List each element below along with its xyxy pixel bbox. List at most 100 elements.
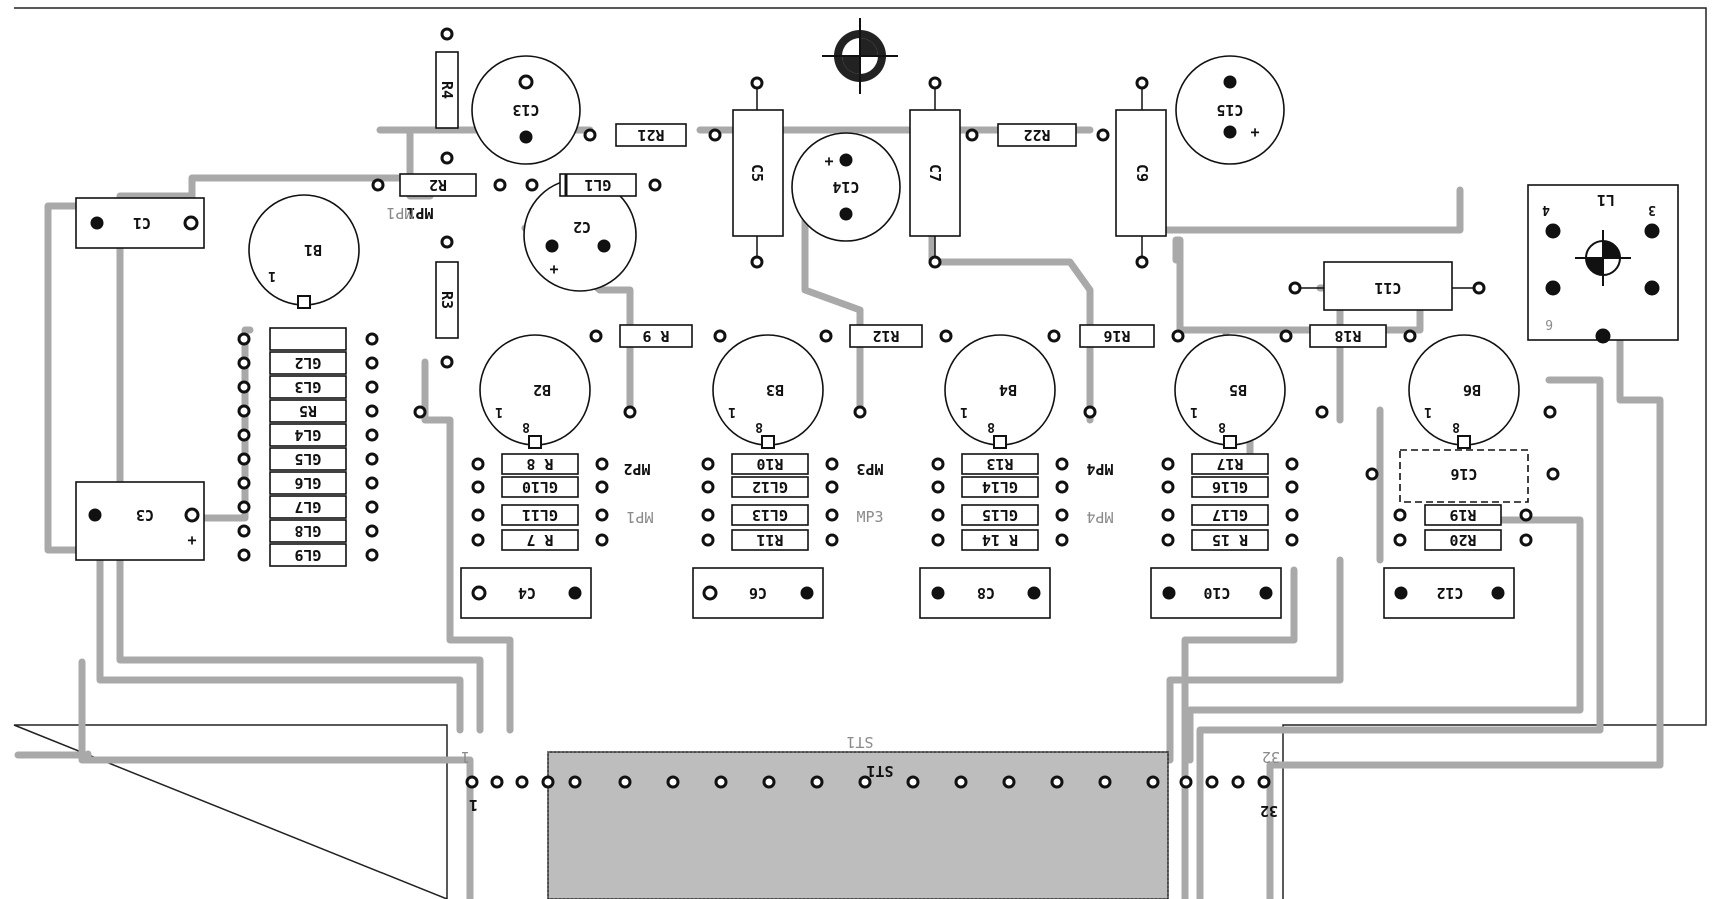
socket-b5: B5 1 8 — [1174, 334, 1286, 449]
b3-pin8: 8 — [755, 419, 763, 434]
solder-pad — [237, 356, 251, 370]
capacitor-c3: C3 + — [75, 481, 205, 561]
solder-pad — [595, 508, 609, 522]
b5-pin1: 1 — [1190, 404, 1198, 419]
stack-pads — [237, 332, 1557, 562]
solder-pad — [365, 476, 379, 490]
capacitor-c10: C10 — [1150, 567, 1282, 619]
solder-pad — [1055, 533, 1069, 547]
solder-pad — [1083, 405, 1097, 419]
solder-pad — [237, 332, 251, 346]
mp3-mirror: MP3 — [856, 508, 883, 526]
solder-pad — [701, 508, 715, 522]
solder-pad — [1161, 533, 1175, 547]
capacitor-c6: C6 — [692, 567, 824, 619]
gl14-label: GL14 — [982, 478, 1018, 496]
solder-pad — [825, 533, 839, 547]
gl17-label: GL17 — [1212, 506, 1248, 524]
l1-pin6: 6 — [1545, 316, 1553, 331]
solder-pad — [1285, 457, 1299, 471]
solder-pad — [1315, 405, 1329, 419]
part-r9: R 9 — [589, 324, 727, 348]
r9-label: R 9 — [642, 327, 669, 345]
capacitor-c12: C12 — [1383, 567, 1515, 619]
gl6-label: GL6 — [294, 474, 321, 492]
pin-first-mirror: 1 — [461, 748, 470, 766]
stack-b2: R 8 GL10 GL11 R 7 — [501, 453, 579, 551]
r13-label: R13 — [986, 455, 1013, 473]
part-r3: R3 — [435, 235, 459, 369]
capacitor-c13: C13 — [471, 55, 581, 165]
r17-label: R17 — [1216, 455, 1243, 473]
stack-left: GL2 GL3 R5 GL4 GL5 GL6 GL7 GL8 GL9 — [269, 327, 347, 567]
part-gl1: GL1 — [525, 173, 662, 197]
solder-pad — [237, 500, 251, 514]
r21-label: R21 — [637, 126, 664, 144]
solder-pad — [1543, 405, 1557, 419]
solder-pad — [1393, 508, 1407, 522]
solder-pad — [1055, 457, 1069, 471]
solder-pad — [1161, 508, 1175, 522]
c5-label: C5 — [748, 164, 766, 182]
r20-label: R20 — [1449, 531, 1476, 549]
gl9-label: GL9 — [294, 546, 321, 564]
r2-label: R2 — [429, 176, 447, 194]
r3-label: R3 — [438, 291, 456, 309]
solder-pad — [365, 380, 379, 394]
b4-pin1: 1 — [960, 404, 968, 419]
solder-pad — [1257, 775, 1271, 789]
c1-label: C1 — [133, 214, 151, 232]
mp4-label: MP4 — [1086, 460, 1113, 478]
fiducial-top — [822, 18, 898, 94]
solder-pad — [666, 775, 680, 789]
gl11-label: GL11 — [522, 506, 558, 524]
b4-pin8: 8 — [987, 419, 995, 434]
solder-pad — [595, 480, 609, 494]
stack-b3: R10 GL12 GL13 R11 — [731, 453, 809, 551]
solder-pad — [490, 775, 504, 789]
part-r21: R21 — [583, 123, 722, 147]
part-r18: R18 — [1279, 324, 1417, 348]
gl16-label: GL16 — [1212, 478, 1248, 496]
c14-label: C14 — [832, 178, 859, 196]
solder-pad — [1179, 775, 1193, 789]
gl5-label: GL5 — [294, 450, 321, 468]
gl2-label: GL2 — [294, 354, 321, 372]
gl12-label: GL12 — [752, 478, 788, 496]
capacitor-c8: C8 — [919, 567, 1051, 619]
b1-label: B1 — [304, 241, 322, 259]
stack-b6: R19 R20 — [1424, 504, 1502, 551]
capacitor-c4: C4 — [460, 567, 592, 619]
solder-pad — [1161, 457, 1175, 471]
solder-pad — [471, 457, 485, 471]
solder-pad — [1002, 775, 1016, 789]
solder-pad — [237, 452, 251, 466]
solder-pad — [568, 775, 582, 789]
socket-b1: B1 1 — [248, 194, 360, 309]
solder-pad — [1519, 533, 1533, 547]
solder-pad — [595, 457, 609, 471]
capacitor-c7: C7 — [909, 76, 961, 269]
mp1-mirror-lower: MP1 — [626, 508, 653, 526]
coil-l1: L1 3 4 6 — [1527, 184, 1679, 344]
b2-label: B2 — [533, 381, 551, 399]
solder-pad — [931, 533, 945, 547]
solder-pad — [1285, 480, 1299, 494]
capacitor-c9: C9 — [1115, 76, 1167, 269]
solder-pad — [931, 508, 945, 522]
c9-label: C9 — [1133, 164, 1151, 182]
solder-pad — [237, 380, 251, 394]
mp1-label: MP1 — [406, 204, 433, 222]
connector-st1: ST1 ST1 1 1 32 32 — [461, 733, 1280, 899]
gl10-label: GL10 — [522, 478, 558, 496]
r22-label: R22 — [1023, 126, 1050, 144]
solder-pad — [1285, 533, 1299, 547]
solder-pad — [1098, 775, 1112, 789]
board-outline — [13, 7, 1707, 899]
solder-pad — [413, 405, 427, 419]
solder-pad — [471, 533, 485, 547]
solder-pad — [595, 533, 609, 547]
socket-b3: B3 1 8 — [712, 334, 824, 449]
part-r22: R22 — [965, 123, 1110, 147]
